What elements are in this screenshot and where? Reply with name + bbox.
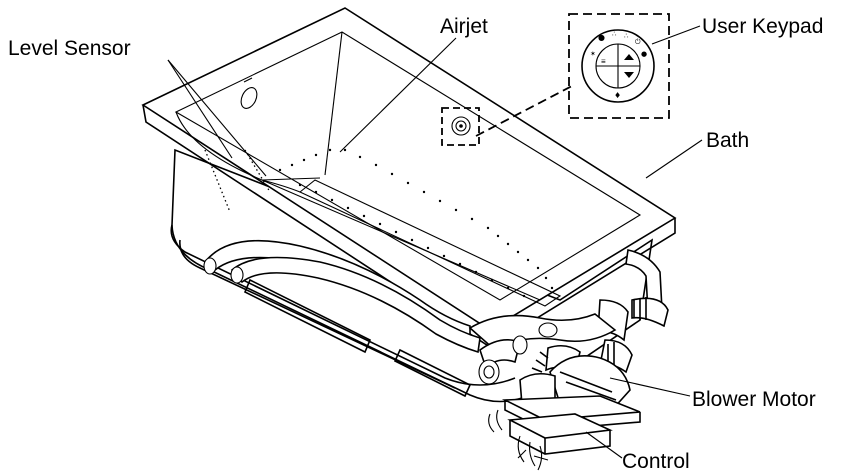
label-level-sensor: Level Sensor (8, 37, 131, 60)
svg-text:♦: ♦ (614, 91, 621, 100)
power-icon: ⏻ (635, 38, 641, 46)
svg-text:✶: ✶ (590, 50, 596, 58)
down-arrow-icon (624, 72, 634, 78)
user-keypad-graphic: ≡ ● ∴ ∴ ⏻ ● ♦ ✶ (581, 29, 655, 103)
svg-text:∴: ∴ (624, 32, 629, 40)
overflow-drain (240, 87, 258, 109)
airjet-leader (339, 37, 457, 153)
drop-icon: ● (598, 33, 605, 42)
airjet-dots (278, 148, 554, 298)
tub-base-band (170, 224, 516, 386)
blower-motor-leader (609, 377, 691, 397)
up-arrow-icon (624, 54, 634, 60)
leader-lines (167, 25, 703, 459)
airjet-dashed-box (441, 107, 480, 146)
label-bath: Bath (706, 129, 749, 152)
svg-text:●: ● (641, 50, 647, 58)
bath-leader (645, 139, 703, 179)
level-sensor-leader-2 (167, 59, 267, 177)
keypad-callout: ≡ ● ∴ ∴ ⏻ ● ♦ ✶ (475, 13, 670, 137)
label-airjet: Airjet (440, 15, 488, 38)
blower-motor (501, 355, 641, 431)
label-blower-motor: Blower Motor (692, 388, 816, 411)
control-leader (585, 431, 623, 459)
keypad-dashed-box (568, 13, 670, 119)
control-box (488, 409, 613, 471)
bubbles-icon: ∴ (612, 30, 617, 38)
tub-basin (174, 31, 642, 301)
label-control: Control (622, 450, 690, 473)
user-keypad-leader (651, 25, 701, 45)
label-user-keypad: User Keypad (702, 15, 823, 38)
level-sensor-leader-1 (167, 59, 233, 159)
light-icon: ≡ (601, 57, 606, 66)
airjet-fitting (451, 116, 471, 136)
